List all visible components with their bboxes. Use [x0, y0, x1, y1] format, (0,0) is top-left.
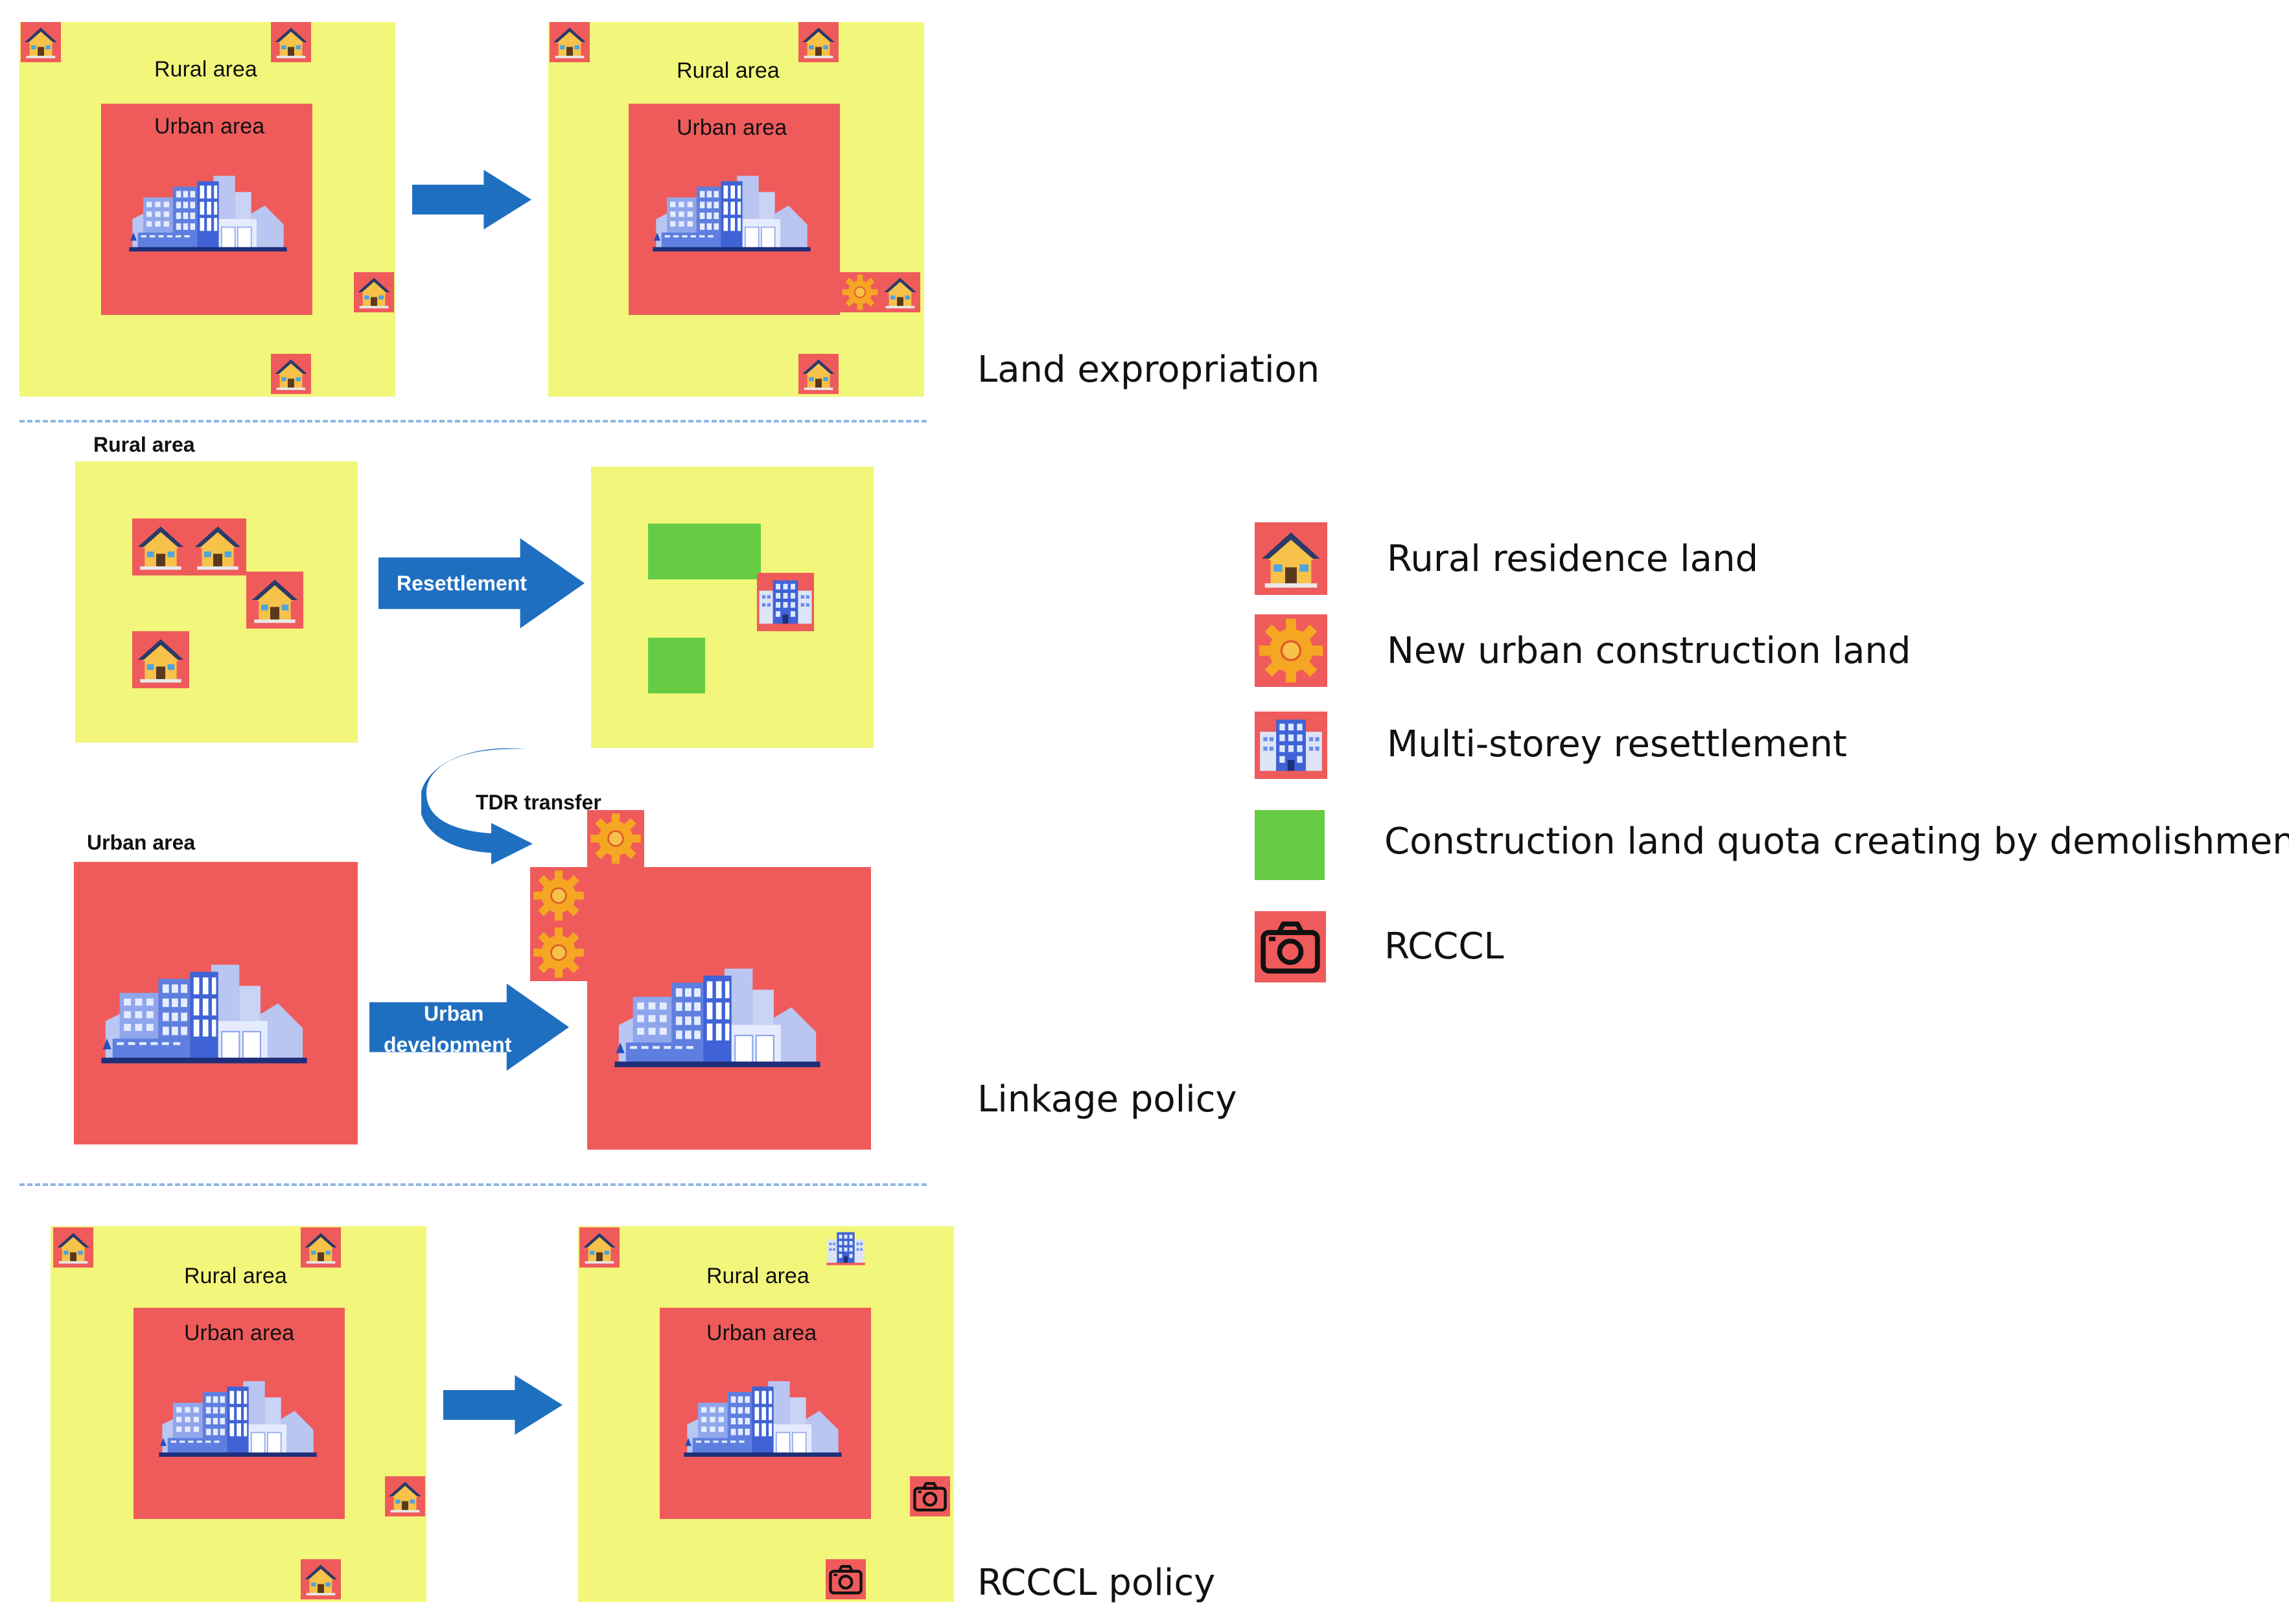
- building-icon: [757, 573, 814, 631]
- quota-square: [648, 638, 705, 693]
- gear-icon: [530, 867, 587, 924]
- house-icon: [550, 22, 590, 62]
- linkage-urban-heading: Urban area: [87, 831, 196, 854]
- building-icon: [826, 1227, 866, 1268]
- arrow-icon: [412, 170, 531, 229]
- house-icon: [301, 1227, 341, 1268]
- house-icon: [798, 354, 839, 394]
- linkage-after-rural-area: [591, 467, 874, 748]
- house-icon: [271, 354, 311, 394]
- rcccl-after-urban-label: Urban area: [706, 1321, 817, 1345]
- section-title-linkage-policy: Linkage policy: [977, 1078, 1237, 1120]
- gear-icon: [840, 272, 880, 312]
- city-icon: [157, 1354, 319, 1462]
- house-icon: [798, 22, 839, 62]
- house-icon: [132, 631, 189, 688]
- curved-arrow-icon: [421, 747, 535, 864]
- legend-house-icon: [1255, 522, 1327, 595]
- rcccl-before-urban-label: Urban area: [184, 1321, 295, 1345]
- rcccl-after-rural-label: Rural area: [706, 1264, 809, 1288]
- tdr-transfer-label: TDR transfer: [476, 791, 601, 814]
- expropriation-after-rural-label: Rural area: [677, 58, 780, 83]
- rcccl-before-rural-label: Rural area: [184, 1264, 287, 1288]
- legend-camera-icon: [1255, 911, 1326, 982]
- section-title-land-expropriation: Land expropriation: [977, 349, 1320, 391]
- house-icon: [132, 518, 189, 575]
- legend-label-rural-residence: Rural residence land: [1387, 538, 1759, 580]
- camera-icon: [910, 1476, 950, 1516]
- legend-gear-icon: [1255, 614, 1327, 687]
- linkage-before-rural-area: [75, 461, 358, 743]
- house-icon: [271, 22, 311, 62]
- house-icon: [246, 572, 303, 629]
- resettlement-label: Resettlement: [397, 572, 527, 595]
- gear-icon: [530, 924, 587, 981]
- expropriation-before-urban-label: Urban area: [154, 114, 265, 139]
- city-icon: [99, 929, 310, 1071]
- house-icon: [385, 1476, 425, 1516]
- urban-development-label-line1: Urban: [424, 1002, 484, 1025]
- legend-green-square: [1255, 810, 1325, 880]
- city-icon: [651, 150, 813, 255]
- expropriation-after-urban-label: Urban area: [677, 115, 787, 140]
- house-icon: [53, 1227, 93, 1268]
- legend-label-quota: Construction land quota creating by demo…: [1384, 820, 2289, 863]
- house-icon: [354, 272, 394, 312]
- expropriation-before-rural-label: Rural area: [154, 57, 257, 82]
- quota-square: [648, 524, 761, 579]
- city-icon: [682, 1354, 844, 1462]
- legend-label-multistorey: Multi-storey resettlement: [1387, 723, 1847, 765]
- section-title-rcccl-policy: RCCCL policy: [977, 1562, 1216, 1604]
- section-divider: [19, 1183, 927, 1186]
- house-icon: [880, 272, 920, 312]
- house-icon: [189, 518, 246, 575]
- camera-icon: [826, 1559, 866, 1599]
- city-icon: [127, 150, 289, 255]
- legend-building-icon: [1255, 712, 1327, 779]
- urban-development-arrow: [369, 979, 569, 1076]
- linkage-rural-heading: Rural area: [93, 433, 195, 456]
- house-icon: [579, 1227, 620, 1268]
- legend-label-rcccl: RCCCL: [1384, 925, 1504, 968]
- gear-icon: [587, 810, 644, 867]
- section-divider: [19, 420, 927, 423]
- urban-development-label-line2: development: [384, 1033, 512, 1056]
- arrow-icon: [443, 1375, 563, 1435]
- house-icon: [301, 1559, 341, 1599]
- city-icon: [612, 933, 823, 1074]
- house-icon: [21, 22, 61, 62]
- legend-label-new-urban: New urban construction land: [1387, 630, 1911, 672]
